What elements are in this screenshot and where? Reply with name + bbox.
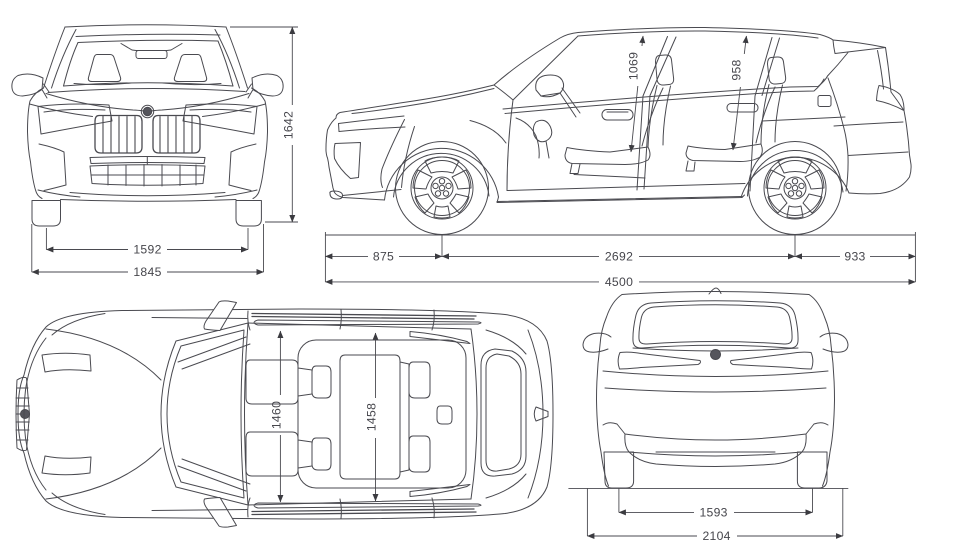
svg-text:1460: 1460 [270, 401, 284, 429]
svg-text:1069: 1069 [627, 52, 641, 80]
svg-text:1593: 1593 [699, 505, 727, 519]
svg-text:2692: 2692 [605, 249, 633, 263]
svg-text:1458: 1458 [365, 403, 379, 431]
svg-text:1642: 1642 [282, 111, 296, 139]
svg-text:933: 933 [844, 249, 865, 263]
svg-text:1592: 1592 [133, 243, 161, 257]
svg-text:4500: 4500 [605, 275, 633, 289]
svg-text:875: 875 [373, 249, 394, 263]
svg-text:1845: 1845 [133, 265, 161, 279]
svg-text:2104: 2104 [702, 529, 730, 543]
svg-text:958: 958 [730, 59, 744, 80]
